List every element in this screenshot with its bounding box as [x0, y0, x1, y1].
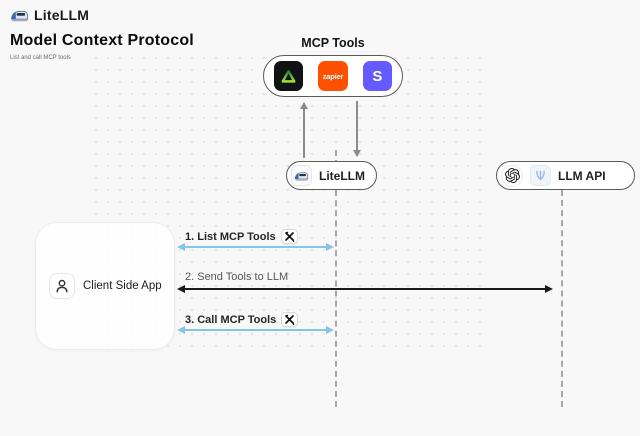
litellm-train-icon — [294, 171, 309, 181]
message-3-label: 3. Call MCP Tools — [185, 313, 277, 326]
client-side-app-node: Client Side App — [35, 222, 175, 350]
zapier-logo-icon: zapier — [322, 71, 344, 81]
arrowhead-right-icon — [545, 284, 553, 293]
person-icon — [49, 273, 75, 299]
green-triangle-tool-tile — [274, 61, 304, 91]
message-1-label: 1. List MCP Tools — [185, 230, 276, 243]
stripe-tool-tile: S — [362, 61, 392, 91]
arrow-message-1 — [177, 242, 334, 251]
arrow-mcptools-to-litellm — [352, 101, 361, 157]
litellm-train-icon — [11, 10, 29, 22]
openai-logo-icon — [501, 164, 523, 187]
arrowhead-left-icon — [177, 325, 185, 334]
litellm-lifeline — [335, 150, 337, 407]
litellm-logo-badge — [291, 165, 312, 186]
header: LiteLLM — [10, 7, 89, 23]
client-node-label: Client Side App — [83, 280, 162, 292]
page-subtitle: List and call MCP tools — [10, 55, 71, 61]
message-2-label: 2. Send Tools to LLM — [185, 271, 289, 283]
message-3-call-mcp-tools: 3. Call MCP Tools — [185, 312, 299, 327]
message-2-send-tools-to-llm: 2. Send Tools to LLM — [185, 271, 288, 283]
llm-api-node-label: LLM API — [558, 168, 606, 183]
green-triangle-icon — [281, 69, 296, 83]
arrowhead-down-icon — [352, 150, 361, 157]
llm-provider-icon — [530, 165, 551, 186]
message-1-list-mcp-tools: 1. List MCP Tools — [185, 229, 298, 244]
arrow-message-3 — [177, 325, 334, 334]
mcp-tools-label: MCP Tools — [301, 36, 365, 50]
crossed-tools-icon — [281, 312, 299, 327]
llm-api-node: LLM API — [496, 161, 635, 190]
llm-api-lifeline — [561, 190, 563, 407]
arrow-litellm-to-mcptools — [299, 102, 308, 158]
arrowhead-left-icon — [177, 284, 185, 293]
brand-name: LiteLLM — [34, 7, 90, 23]
zapier-tool-tile: zapier — [318, 61, 348, 91]
stripe-logo-icon: S — [372, 67, 383, 85]
arrow-message-2 — [177, 284, 553, 293]
arrowhead-right-icon — [326, 242, 334, 251]
arrowhead-up-icon — [299, 102, 308, 109]
litellm-node: LiteLLM — [286, 161, 377, 190]
arrowhead-right-icon — [326, 325, 334, 334]
mcp-tools-node: zapier S — [263, 55, 403, 97]
page-title: Model Context Protocol — [10, 32, 194, 49]
litellm-node-label: LiteLLM — [319, 168, 365, 183]
crossed-tools-icon — [280, 229, 298, 244]
arrowhead-left-icon — [177, 242, 185, 251]
